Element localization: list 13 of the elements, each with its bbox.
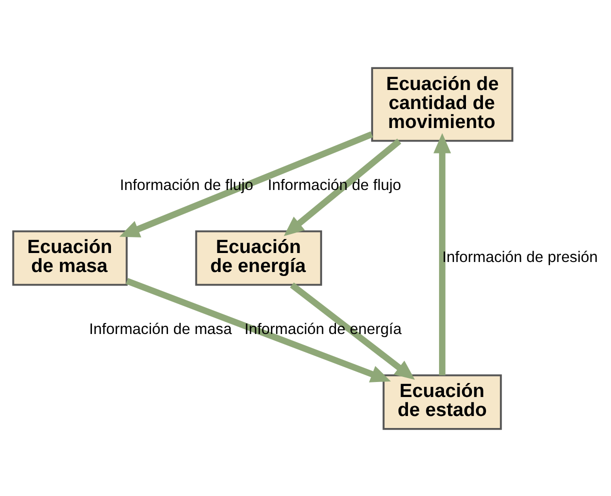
edge-label: Información de flujo xyxy=(268,176,402,194)
node-box: Ecuación de estado xyxy=(382,374,502,430)
edge-label: Información de masa xyxy=(89,320,232,338)
arrow xyxy=(284,138,402,236)
arrow xyxy=(126,278,391,382)
node-box: Ecuación de cantidad de movimiento xyxy=(371,66,514,142)
node-box: Ecuación de energía xyxy=(195,230,322,286)
arrow xyxy=(119,130,373,237)
arrow xyxy=(433,132,451,375)
edge-label: Información de presión xyxy=(442,248,598,266)
arrow xyxy=(290,282,415,380)
edge-label: Información de energía xyxy=(244,320,402,338)
node-box: Ecuación de masa xyxy=(12,230,128,286)
